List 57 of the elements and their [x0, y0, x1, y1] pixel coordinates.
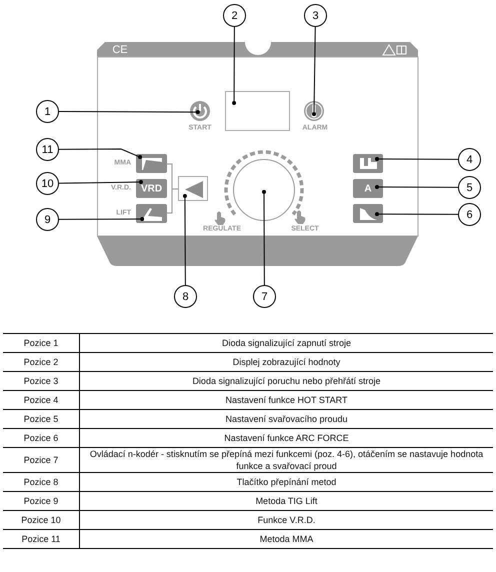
leader-line	[182, 194, 187, 286]
table-cell: Nastavení funkce ARC FORCE	[80, 428, 493, 448]
leader-line	[58, 148, 142, 160]
table-cell: Dioda signalizující poruchu nebo přehřátí stroje	[80, 372, 493, 390]
callout-number: 3	[304, 4, 327, 27]
table-cell: Funkce V.R.D.	[80, 510, 493, 530]
callout-number: 6	[458, 203, 481, 226]
leader-line	[375, 156, 458, 161]
table-cell: Pozice 5	[3, 410, 80, 428]
table-cell: Tlačítko přepínání metod	[80, 472, 493, 492]
callout-number: 1	[36, 100, 59, 123]
leader-line	[58, 110, 200, 114]
mode-button	[136, 154, 167, 173]
function-button	[353, 204, 383, 223]
table-cell: Ovládací n-kodér - stisknutím se přepíná mezi funkcemi (poz. 4-6), otáčením se nastavuje hodnota funkce a svařovací proud	[80, 448, 493, 472]
leader-line	[58, 180, 143, 184]
table-cell: Pozice 9	[3, 492, 80, 510]
callout-number: 5	[458, 176, 481, 199]
leader-line	[375, 212, 458, 216]
mode-button	[136, 179, 167, 198]
callout-number: 9	[36, 208, 59, 231]
leader-line	[312, 26, 316, 116]
display-screen	[225, 91, 290, 131]
callout-number: 10	[36, 172, 59, 195]
function-button	[353, 179, 383, 198]
table-cell: Metoda TIG Lift	[80, 492, 493, 510]
table-cell: Nastavení funkce HOT START	[80, 390, 493, 410]
table-cell: Metoda MMA	[80, 530, 493, 548]
button-label: A	[364, 183, 372, 194]
table-cell: Nastavení svařovacího proudu	[80, 410, 493, 428]
table-cell: Pozice 11	[3, 530, 80, 548]
callout-number: 11	[36, 138, 59, 161]
leader-line	[375, 184, 458, 189]
table-cell: Pozice 1	[3, 334, 80, 352]
power-icon	[189, 100, 211, 122]
callout-number: 7	[253, 285, 276, 308]
table-cell: Pozice 3	[3, 372, 80, 390]
ce-mark: CE	[112, 44, 128, 56]
table-cell: Pozice 6	[3, 428, 80, 448]
function-button	[353, 154, 383, 173]
table-cell: Pozice 4	[3, 390, 80, 410]
arrow-button	[178, 176, 208, 201]
mode-button	[136, 204, 167, 223]
table-cell: Pozice 2	[3, 352, 80, 372]
leader-line	[58, 217, 144, 221]
leader-line	[262, 190, 266, 286]
table-cell: Pozice 8	[3, 472, 80, 492]
leader-line	[232, 26, 236, 105]
table-cell: Pozice 7	[3, 448, 80, 472]
table-cell: Dioda signalizující zapnutí stroje	[80, 334, 493, 352]
table-cell: Displej zobrazující hodnoty	[80, 352, 493, 372]
table-cell: Pozice 10	[3, 510, 80, 530]
callout-number: 2	[223, 4, 246, 27]
callout-number: 4	[458, 148, 481, 171]
thermometer-icon	[303, 100, 325, 122]
button-label: VRD	[140, 183, 162, 194]
callout-number: 8	[174, 285, 197, 308]
